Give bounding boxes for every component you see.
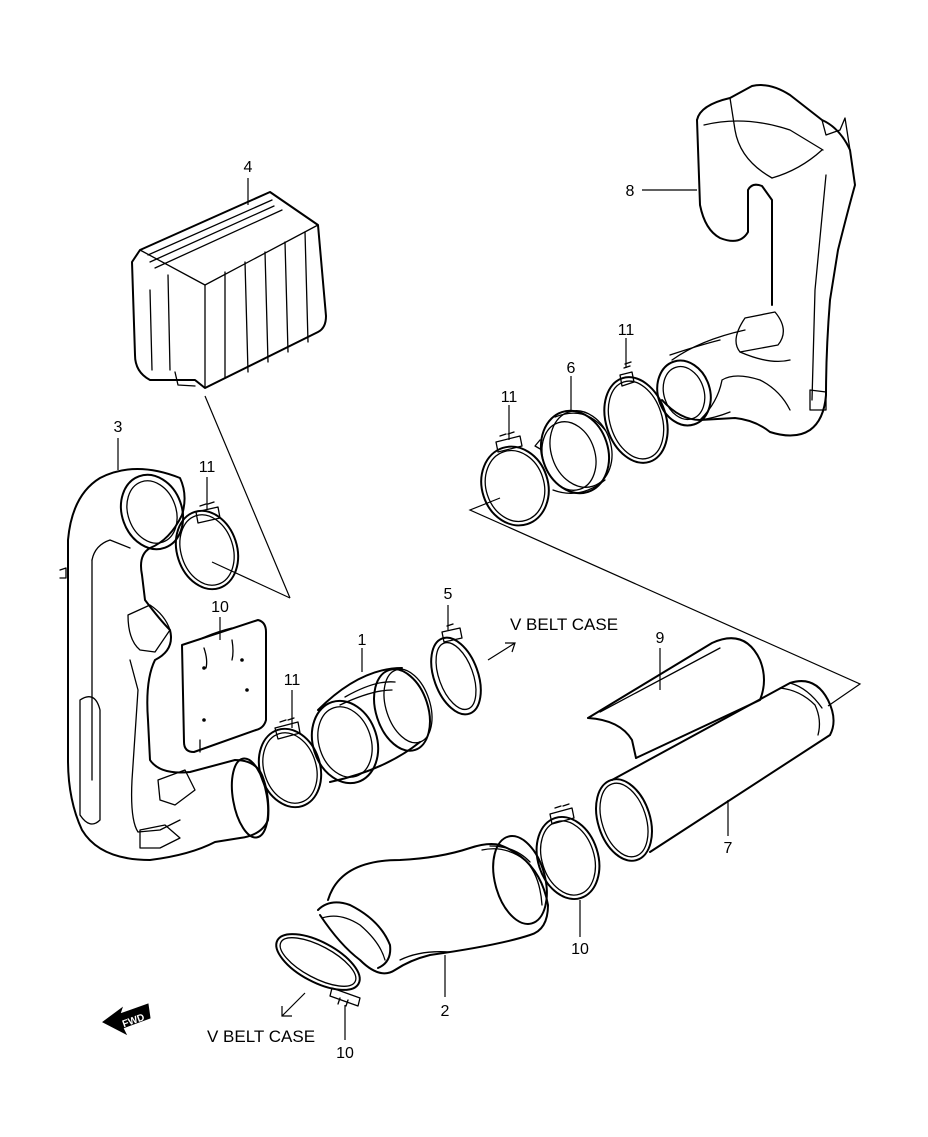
part-11-clamp-lower-left xyxy=(257,717,323,809)
fwd-arrow-icon: FWD xyxy=(102,1003,151,1036)
callout-11-right-b: 11 xyxy=(501,389,518,406)
vbelt-case-label-lower: V BELT CASE xyxy=(207,1027,315,1046)
direction-arrows xyxy=(281,642,516,1017)
part-8-intake-duct xyxy=(656,84,856,437)
part-11-clamp-upper-left xyxy=(174,501,240,591)
callout-11-lower-left: 11 xyxy=(284,672,301,689)
leader-lines xyxy=(117,178,729,1040)
callout-5: 5 xyxy=(444,586,453,603)
callout-9: 9 xyxy=(656,630,665,647)
callout-11-right-a: 11 xyxy=(618,322,635,339)
part-10-clamp-bottom xyxy=(275,933,361,1007)
assembly-guide-lines xyxy=(204,395,862,707)
part-10-clamp-right xyxy=(535,803,601,901)
callout-11-upper-left: 11 xyxy=(199,459,216,476)
callout-4: 4 xyxy=(244,159,253,176)
callout-2: 2 xyxy=(441,1003,450,1020)
part-9-shell-cover xyxy=(587,637,765,759)
callout-7: 7 xyxy=(724,840,733,857)
part-5-gasket xyxy=(430,623,482,716)
part-7-tube xyxy=(595,680,835,862)
callout-10-clamp-right: 10 xyxy=(571,941,589,958)
part-1-sleeve xyxy=(310,667,433,785)
callout-8: 8 xyxy=(626,183,635,200)
part-3-inlet-duct xyxy=(59,468,270,861)
part-10-panel xyxy=(181,619,267,753)
part-4-filter-cover xyxy=(131,191,327,389)
vbelt-case-label-upper: V BELT CASE xyxy=(510,615,618,634)
part-6-sleeve xyxy=(534,409,613,495)
part-2-bend-duct xyxy=(317,835,549,975)
callout-10-panel: 10 xyxy=(211,599,229,616)
part-11-clamp-right-a xyxy=(603,361,669,464)
callout-6: 6 xyxy=(567,360,576,377)
callout-3: 3 xyxy=(114,419,123,436)
part-11-clamp-right-b xyxy=(480,431,550,527)
callout-1: 1 xyxy=(358,632,367,649)
callout-10-clamp-bottom: 10 xyxy=(336,1045,354,1062)
